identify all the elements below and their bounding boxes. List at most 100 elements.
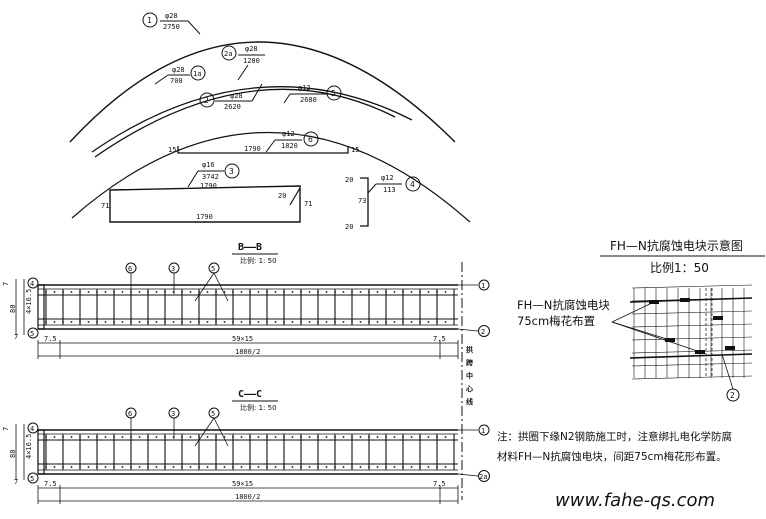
rebar-dot [376,321,379,323]
rebar-dot [359,291,362,293]
section-cc-scale: 比例: 1: 50 [240,403,277,412]
dim-h4: 7 [14,333,18,341]
bar2a-len: 1200 [243,57,260,65]
rebar-dot [393,466,396,468]
marker-2a [221,45,237,61]
fh-block [713,316,723,320]
rebar-dot [342,466,345,468]
rebar-dot [45,291,47,293]
marker-1a [190,65,206,81]
rebar-dot [402,436,404,438]
rebar-dot [419,321,421,323]
rebar-dot [283,466,285,468]
rebar-dot [283,291,285,293]
rebar-dot [155,291,158,293]
marker-5-num: 5 [30,330,34,338]
marker-1a-num: 1a [193,70,201,78]
rebar-dot [138,291,141,293]
rebar-dot [121,321,124,323]
bar5-len: 2680 [300,96,317,104]
rebar-dot [206,321,209,323]
rebar-dot [283,321,285,323]
rebar-dot [308,291,311,293]
rebar-dot [291,291,294,293]
rebar-dot [53,436,56,438]
rebar-dot [266,321,268,323]
rebar-dot [232,321,234,323]
dim-right-edge: 7.5 [433,480,446,488]
rebar-dot [87,466,90,468]
rebar-dot [325,291,328,293]
section-bb-title: B——B [238,242,262,253]
rebar-dot [368,291,370,293]
end-stirrup [37,429,45,475]
rebar-dot [410,466,413,468]
rebar-dot [342,291,345,293]
fh-title: FH—N抗腐蚀电块示意图 [610,238,743,253]
rebar-dot [155,321,158,323]
fh-callout-2: 75cm梅花布置 [517,314,595,328]
marker-3-num: 3 [171,410,175,418]
watermark: www.fahe-qs.com [555,490,715,511]
rebar-dot [232,466,234,468]
rebar-dot [427,436,430,438]
rebar-dot [104,466,107,468]
grid-horizontal [631,349,753,354]
fh-callout-1: FH—N抗腐蚀电块 [517,298,610,312]
rebar-dot [189,291,192,293]
rebar-dot [70,466,73,468]
rebar-dot [189,466,192,468]
marker-1-num: 1 [481,427,485,435]
section-cc-title: C——C [238,389,262,400]
arch-bars: 1 φ28 2750 2a φ28 1200 φ28 700 1a 2 φ28 … [69,12,471,231]
rebar-dot [215,291,217,293]
rebar-dot [419,291,421,293]
rebar-dot [223,321,226,323]
bar6-span: 1790 [244,145,261,153]
bar4-b: 73 [358,197,366,205]
bar3-bottom: 1790 [196,213,213,221]
arch-bar-1 [69,41,456,143]
rebar-dot [266,436,268,438]
rebar-dot [96,321,98,323]
rebar-dot [317,321,319,323]
bar6-len: 1820 [281,142,298,150]
bar4-c: 20 [345,223,353,231]
rebar-dot [121,436,124,438]
rebar-dot [274,321,277,323]
rebar-dot [410,321,413,323]
rebar-dot [385,466,387,468]
rebar-dot [436,466,438,468]
rebar-dot [164,466,166,468]
rebar-dot [419,436,421,438]
leader [194,417,215,447]
rebar-dot [215,436,217,438]
rebar-dot [130,466,132,468]
rebar-dot [45,436,47,438]
marker-2-num: 2a [479,473,487,481]
rebar-dot [291,466,294,468]
rebar-dot [215,321,217,323]
leader [194,272,215,302]
dim-h1: 7 [2,427,10,431]
rebar-dot [410,436,413,438]
rebar-dot [147,321,149,323]
rebar-dot [198,291,200,293]
marker-1-num: 1 [481,282,485,290]
rebar-dot [70,291,73,293]
rebar-dot [164,291,166,293]
bar6-dia: φ12 [282,130,295,138]
rebar-dot [249,436,251,438]
rebar-dot [198,321,200,323]
rebar-dot [376,436,379,438]
rebar-dot [274,436,277,438]
marker-4 [27,422,39,434]
rebar-dot [444,466,447,468]
rebar-dot [368,466,370,468]
rebar-dot [359,466,362,468]
bar6-shape [177,146,349,154]
rebar-dot [121,466,124,468]
